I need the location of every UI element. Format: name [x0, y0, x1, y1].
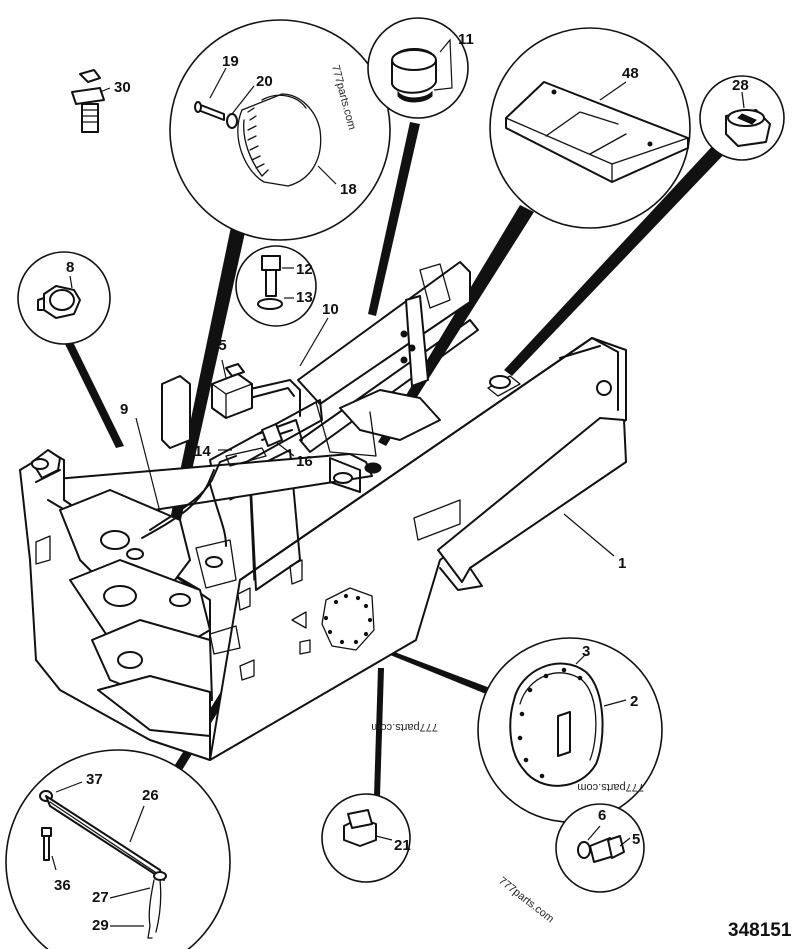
callout-circle-18-19-20 [169, 19, 391, 241]
part-label-27: 27 [92, 889, 109, 906]
part-label-12: 12 [296, 261, 313, 278]
callout-circle-2-3 [477, 637, 663, 823]
callout-circle-12-13 [235, 245, 317, 327]
part-label-8: 8 [66, 259, 74, 276]
part-label-20: 20 [256, 73, 273, 90]
callout-circle-28 [699, 75, 785, 161]
part-label-1: 1 [618, 555, 626, 572]
temperature-sender [71, 69, 111, 133]
part-label-16: 16 [296, 453, 313, 470]
part-label-13: 13 [296, 289, 313, 306]
part-label-29: 29 [92, 917, 109, 934]
part-label-14: 14 [194, 443, 211, 460]
watermark-4: 777parts.com [496, 875, 556, 925]
part-label-28: 28 [732, 77, 749, 94]
part-label-48: 48 [622, 65, 639, 82]
part-label-30: 30 [114, 79, 131, 96]
callout-circle-5-6 [555, 803, 645, 893]
plug-gear-teeth [247, 107, 269, 177]
part-label-18: 18 [340, 181, 357, 198]
part-label-6: 6 [598, 807, 606, 824]
part-label-26: 26 [142, 787, 159, 804]
part-label-36: 36 [54, 877, 71, 894]
chassis-frame [19, 261, 627, 761]
callout-circle-21 [321, 793, 411, 883]
callout-circle-26-37 [5, 749, 231, 949]
part-label-21: 21 [394, 837, 411, 854]
part-label-2: 2 [630, 693, 638, 710]
access-holes [323, 593, 373, 645]
cover-bolt-holes [517, 667, 583, 779]
valve-block [161, 363, 253, 449]
callout-circle-11 [367, 17, 469, 119]
watermark-3: 777parts.com [577, 781, 644, 793]
leader-lines [135, 317, 615, 557]
part-label-37: 37 [86, 771, 103, 788]
part-label-10: 10 [322, 301, 339, 318]
part-label-11: 11 [458, 31, 474, 48]
part-label-5: 5 [632, 831, 640, 848]
callout-circle-48 [489, 27, 691, 229]
drawing-number: 348151 [728, 920, 792, 941]
part-label-3: 3 [582, 643, 590, 660]
part-label-9: 9 [120, 401, 128, 418]
part-label-19: 19 [222, 53, 239, 70]
watermark-2: 777parts.com [371, 721, 438, 733]
hydraulic-pipes [141, 379, 303, 547]
part-label-25: 25 [210, 337, 227, 354]
part-labels: 1 2 3 5 6 8 9 10 11 12 13 14 16 18 19 20… [54, 31, 749, 934]
callout-circle-8 [17, 251, 111, 345]
